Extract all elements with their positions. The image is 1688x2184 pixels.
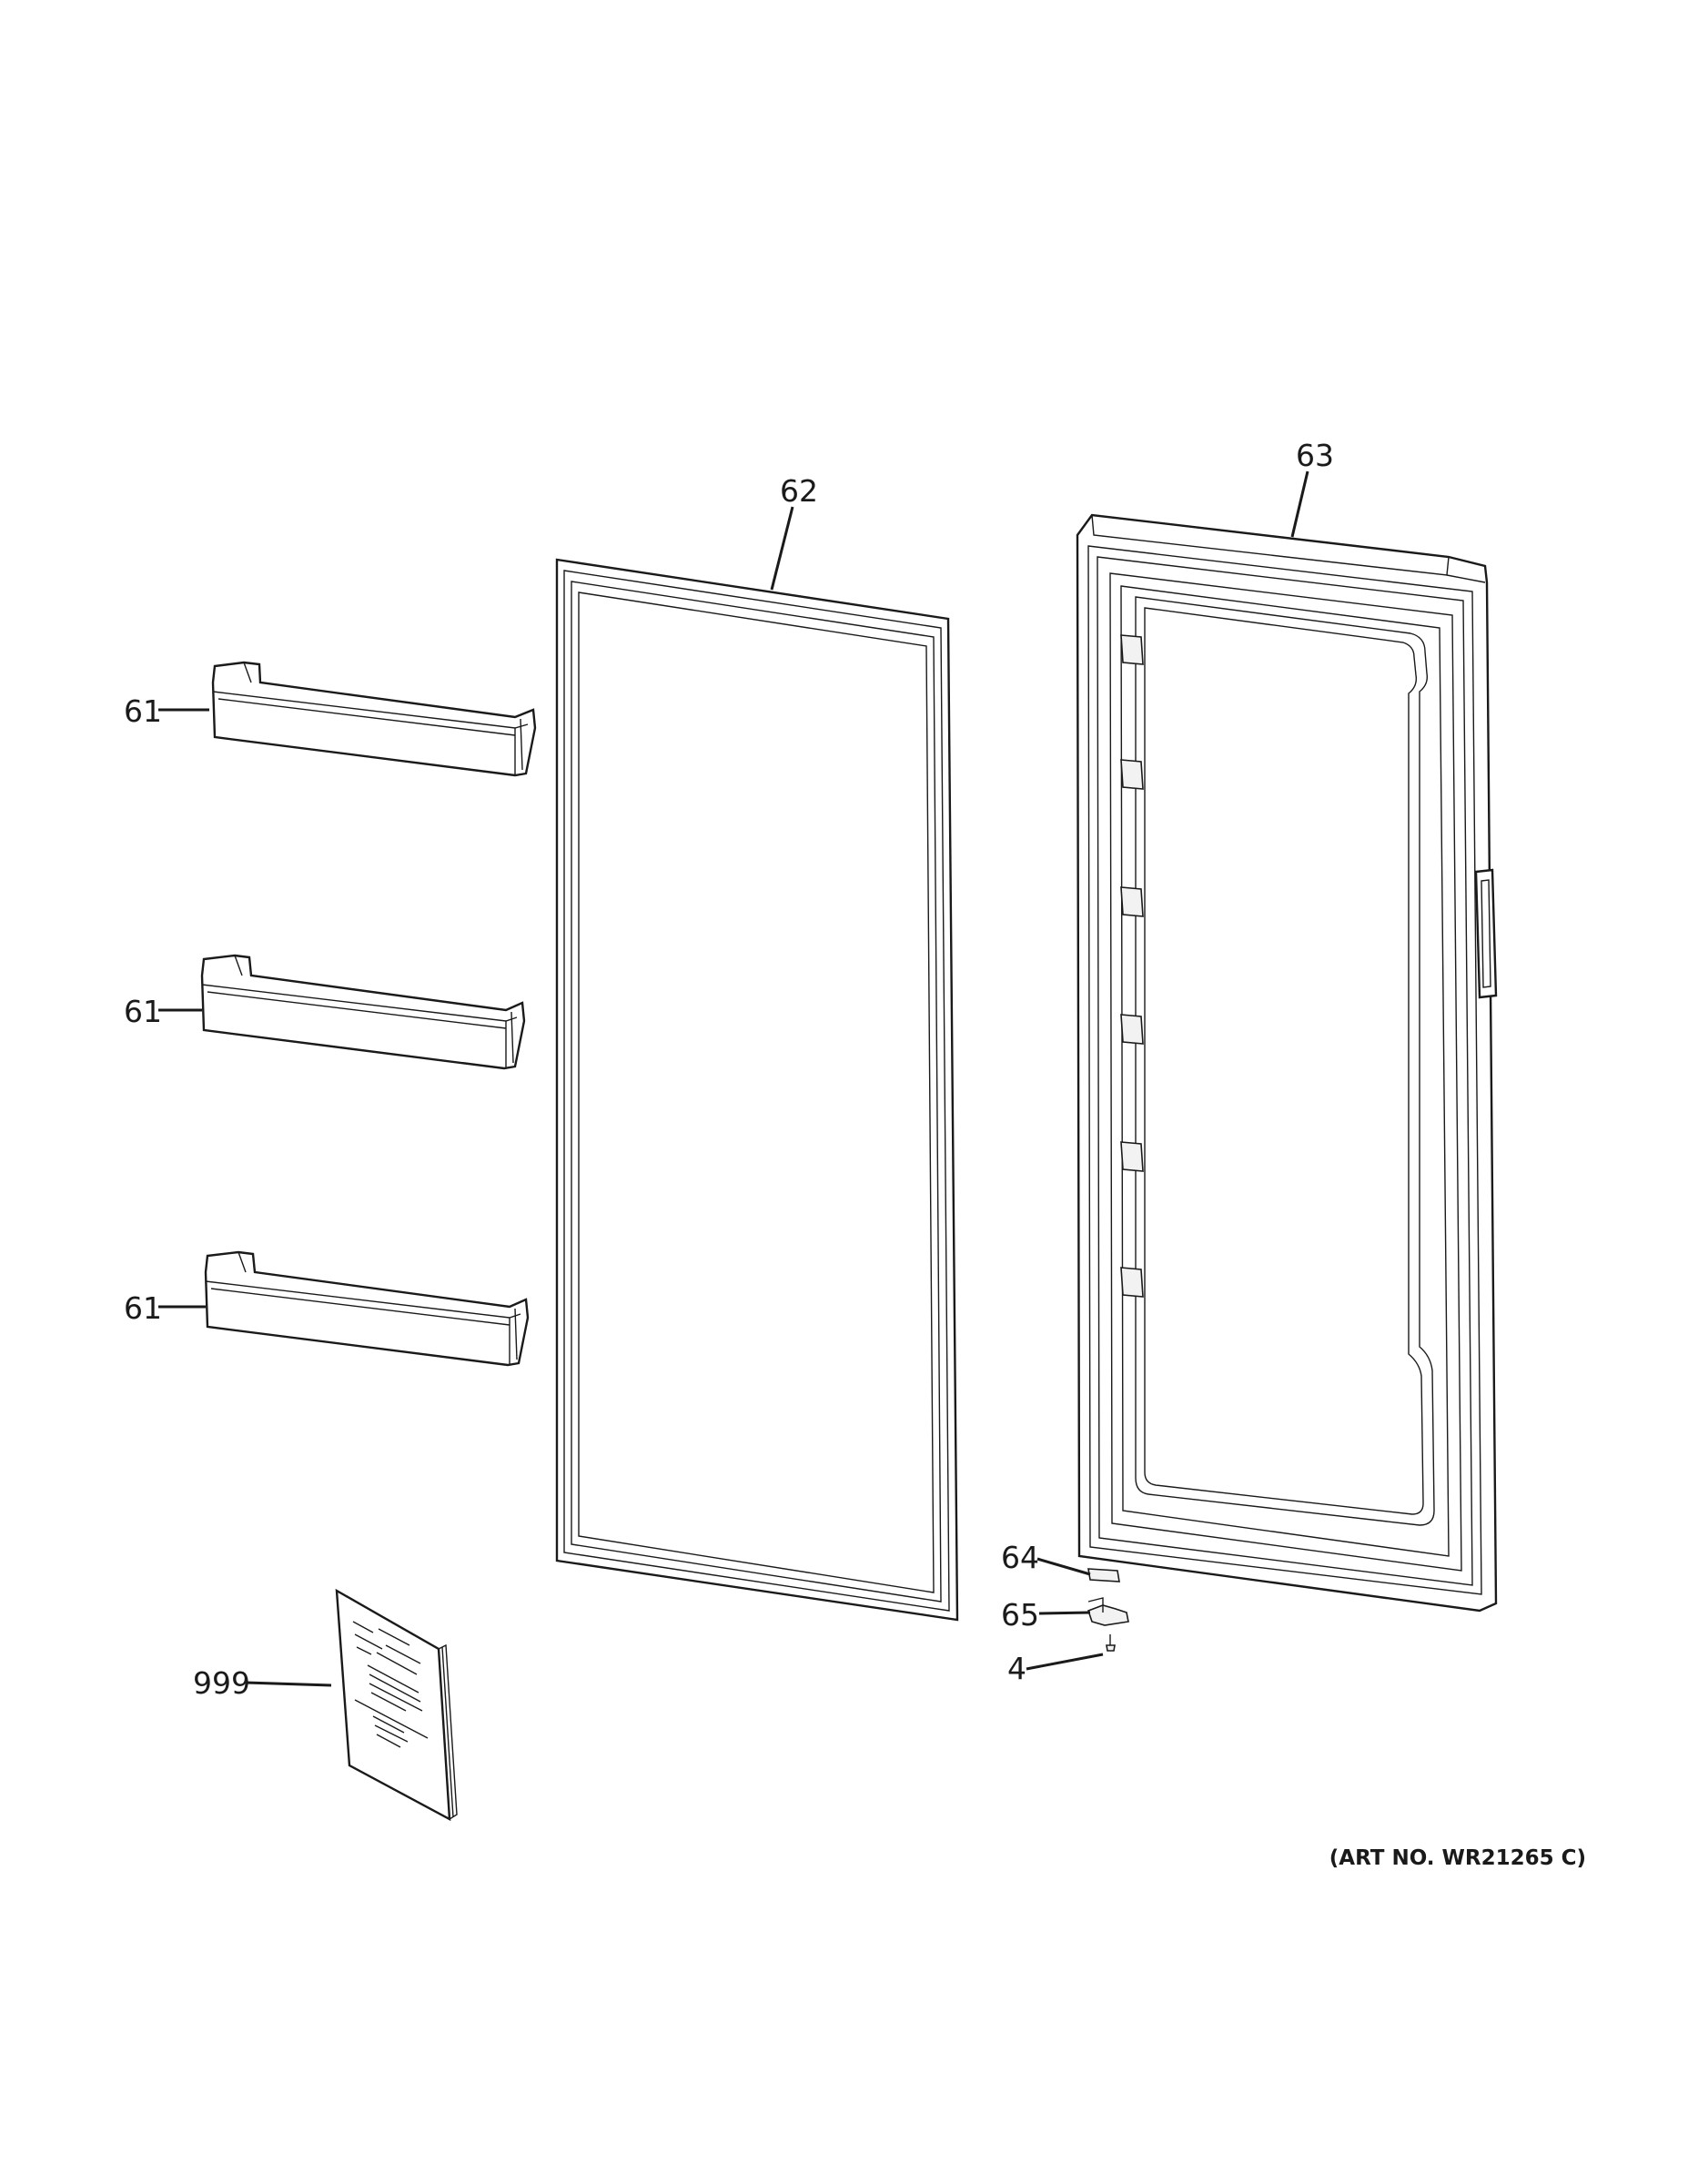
leader-999 — [245, 1681, 332, 1687]
shelf-clip-4 — [1120, 1014, 1144, 1045]
callout-65: 65 — [1001, 1597, 1039, 1633]
shelf-clip-3 — [1120, 886, 1144, 917]
callout-61-top: 61 — [124, 693, 162, 729]
screw — [1106, 1634, 1116, 1652]
door-bin-bottom — [204, 1250, 530, 1367]
door-gasket — [555, 558, 959, 1622]
fresh-food-door — [1076, 513, 1498, 1613]
callout-62: 62 — [780, 473, 818, 509]
callout-61-bottom: 61 — [124, 1290, 162, 1326]
hinge-pin — [1087, 1568, 1120, 1582]
callout-61-middle: 61 — [124, 994, 162, 1029]
door-handle-recess — [1474, 868, 1498, 999]
shelf-clip-5 — [1120, 1141, 1144, 1172]
callout-64: 64 — [1001, 1540, 1039, 1575]
callout-63: 63 — [1296, 438, 1334, 473]
art-number-label: (ART NO. WR21265 C) — [1329, 1846, 1586, 1870]
shelf-clip-1 — [1120, 634, 1144, 665]
hinge-bracket — [1087, 1597, 1129, 1626]
callout-999: 999 — [193, 1665, 250, 1701]
leader-62 — [770, 506, 794, 591]
shelf-clip-2 — [1120, 759, 1144, 790]
leader-4 — [1026, 1653, 1104, 1671]
shelf-clip-6 — [1120, 1267, 1144, 1298]
door-bin-middle — [200, 954, 526, 1070]
callout-4: 4 — [1007, 1651, 1026, 1686]
owners-manual — [335, 1588, 458, 1822]
leader-63 — [1290, 470, 1309, 538]
door-bin-top — [211, 661, 537, 777]
leader-64 — [1036, 1557, 1091, 1576]
